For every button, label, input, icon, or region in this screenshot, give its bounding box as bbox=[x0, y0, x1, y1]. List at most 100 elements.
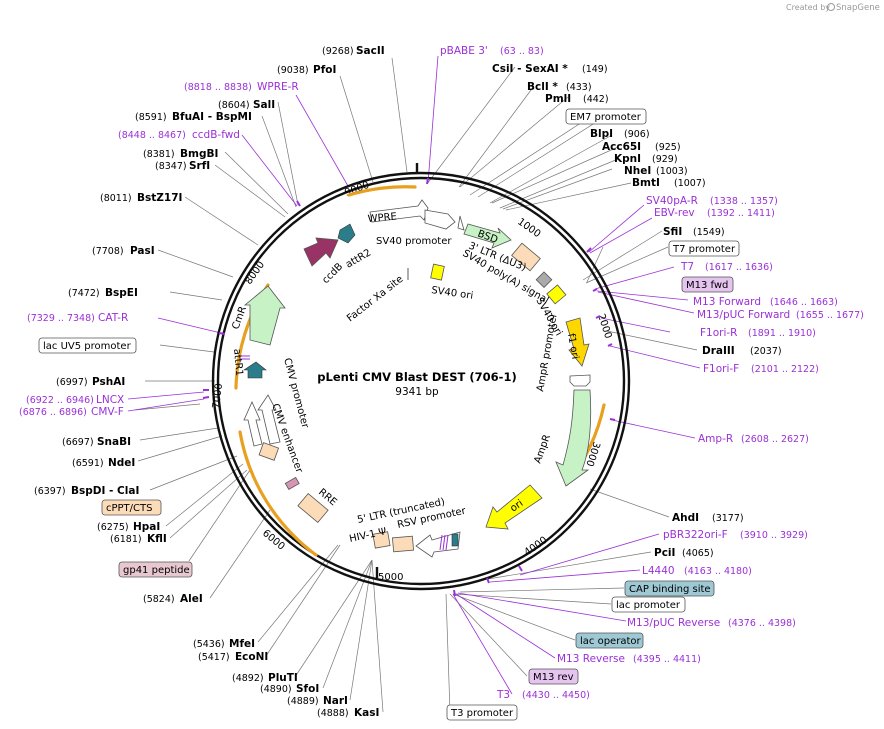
enzymes-22-name-label: CsiI - SexAI * bbox=[492, 63, 568, 75]
tick-5000: 5000 bbox=[378, 572, 403, 583]
enzymes-33-name-label: PciI bbox=[654, 547, 675, 559]
features bbox=[240, 199, 592, 558]
map-shape bbox=[211, 171, 631, 591]
enzyme-name: SacII bbox=[356, 45, 385, 57]
map-shape bbox=[446, 704, 518, 721]
map-shape bbox=[600, 317, 671, 333]
plasmid-size: 9341 bp bbox=[395, 386, 439, 398]
enzymes-9-name-label: PshAI bbox=[92, 376, 125, 388]
enzymes-13-name-label: HpaI bbox=[133, 521, 160, 533]
map-shape bbox=[575, 632, 644, 649]
snapgene-credit: Created by SnapGene bbox=[786, 3, 880, 13]
map-shape bbox=[486, 577, 490, 584]
attr1-arrow bbox=[243, 361, 267, 379]
label-attr2: attR2 bbox=[344, 247, 373, 270]
primers-10-name-label: M13/pUC Forward bbox=[697, 309, 790, 321]
snapgene-logo-icon bbox=[827, 3, 835, 11]
f1-ori-arrow bbox=[565, 317, 590, 367]
map-shape bbox=[451, 533, 459, 547]
map-shape bbox=[589, 217, 653, 254]
map-shape bbox=[101, 499, 162, 516]
primers-6-pos-label: (1338 .. 1357) bbox=[710, 196, 778, 207]
primers-12-name-label: F1ori-F bbox=[703, 363, 739, 375]
map-shape bbox=[127, 398, 205, 412]
primers-3-pos-label: (7329 .. 7348) bbox=[27, 313, 95, 324]
map-shape bbox=[134, 403, 201, 411]
enzymes-31-name-label: DraIII bbox=[702, 345, 735, 357]
label-ampr: AmpR bbox=[532, 433, 553, 465]
enzymes-8-pos-label: (7472) bbox=[68, 288, 100, 299]
credit-brand: SnapGene bbox=[836, 3, 880, 13]
box-m13-fwd: M13 fwd bbox=[686, 280, 728, 291]
map-shape bbox=[202, 396, 210, 399]
enzymes-17-pos-label: (5417) bbox=[198, 652, 230, 663]
map-shape bbox=[169, 469, 248, 539]
enzymes-30-pos-label: (1549) bbox=[693, 227, 725, 238]
enzymes-24-pos-label: (442) bbox=[583, 94, 609, 105]
primer-labels: pBABE 3'(63 .. 83) (8818 .. 8838)WPRE-R … bbox=[19, 45, 864, 701]
map-shape bbox=[487, 551, 652, 580]
map-shape bbox=[477, 113, 610, 198]
primers-2-name-label: ccdB-fwd bbox=[192, 129, 240, 141]
map-shape bbox=[371, 559, 384, 713]
label-wpre: WPRE bbox=[367, 211, 397, 225]
enzymes-12-name-label: BspDI - ClaI bbox=[71, 485, 139, 497]
map-shape bbox=[426, 66, 516, 185]
enzymes-10-name-label: SnaBI bbox=[97, 436, 131, 448]
map-shape bbox=[489, 134, 613, 204]
map-shape bbox=[606, 330, 698, 351]
map-shape bbox=[442, 534, 446, 551]
primers-10-pos-label: (1655 .. 1677) bbox=[796, 310, 864, 321]
enzyme-labels: (9268)SacII (9038)PfoI (8604)SalI (8591)… bbox=[34, 45, 782, 719]
map-shape bbox=[214, 164, 286, 218]
enzymes-32-pos-label: (3177) bbox=[712, 513, 744, 524]
label-sv40-promoter: SV40 promoter bbox=[376, 236, 452, 247]
map-shape bbox=[585, 246, 669, 284]
box-t7-promoter: T7 promoter bbox=[672, 244, 736, 255]
enzymes-27-name-label: KpnI bbox=[614, 153, 641, 165]
map-shape bbox=[519, 533, 660, 576]
enzymes-16-name-label: MfeI bbox=[229, 638, 255, 650]
label-f1-ori: f1 ori bbox=[565, 333, 580, 361]
map-shape bbox=[582, 230, 663, 281]
map-shape bbox=[454, 593, 612, 605]
primers-0-pos-label: (63 .. 83) bbox=[500, 46, 544, 57]
map-shape bbox=[607, 343, 613, 347]
label-sv40-ori: SV40 ori bbox=[431, 285, 474, 302]
map-shape bbox=[452, 593, 513, 695]
map-shape bbox=[137, 435, 223, 462]
primers-6-name-label: SV40pA-R bbox=[646, 195, 698, 207]
map-shape bbox=[624, 580, 715, 597]
map-shape bbox=[569, 374, 591, 387]
enzymes-29-name-label: BmtI bbox=[632, 177, 660, 189]
enzymes-17-name-label: EcoNI bbox=[235, 651, 268, 663]
enzyme-pos: (9268) bbox=[322, 46, 354, 57]
map-shape bbox=[445, 534, 449, 551]
primers-4-name-label: LNCX bbox=[96, 394, 124, 406]
map-shape bbox=[594, 266, 675, 290]
ori-arrow bbox=[485, 484, 543, 530]
map-shape bbox=[426, 177, 429, 185]
leader-sacii bbox=[391, 57, 408, 173]
map-shape bbox=[586, 246, 604, 283]
enzymes-16-pos-label: (5436) bbox=[193, 639, 225, 650]
cppt-box bbox=[258, 442, 280, 461]
map-shape bbox=[528, 668, 579, 685]
primer-ticks bbox=[202, 177, 616, 597]
enzymes-18-name-label: PluTI bbox=[268, 672, 298, 684]
map-shape bbox=[453, 589, 456, 597]
map-shape bbox=[295, 94, 349, 187]
primers-12-pos-label: (2101 .. 2122) bbox=[751, 364, 819, 375]
primers-5-pos-label: (6876 .. 6896) bbox=[19, 407, 87, 418]
primers-9-name-label: M13 Forward bbox=[693, 296, 761, 308]
primers-7-pos-label: (1392 .. 1411) bbox=[707, 208, 775, 219]
map-shape bbox=[277, 101, 299, 206]
label-factor-xa: Factor Xa site bbox=[345, 274, 405, 325]
primers-8-pos-label: (1617 .. 1636) bbox=[705, 262, 773, 273]
primers-17-pos-label: (4395 .. 4411) bbox=[633, 654, 701, 665]
enzymes-14-pos-label: (6181) bbox=[110, 534, 142, 545]
map-shape bbox=[449, 593, 528, 677]
primers-9-pos-label: (1646 .. 1663) bbox=[770, 297, 838, 308]
ltr3-box bbox=[511, 242, 541, 272]
primers-15-name-label: L4440 bbox=[642, 565, 675, 577]
